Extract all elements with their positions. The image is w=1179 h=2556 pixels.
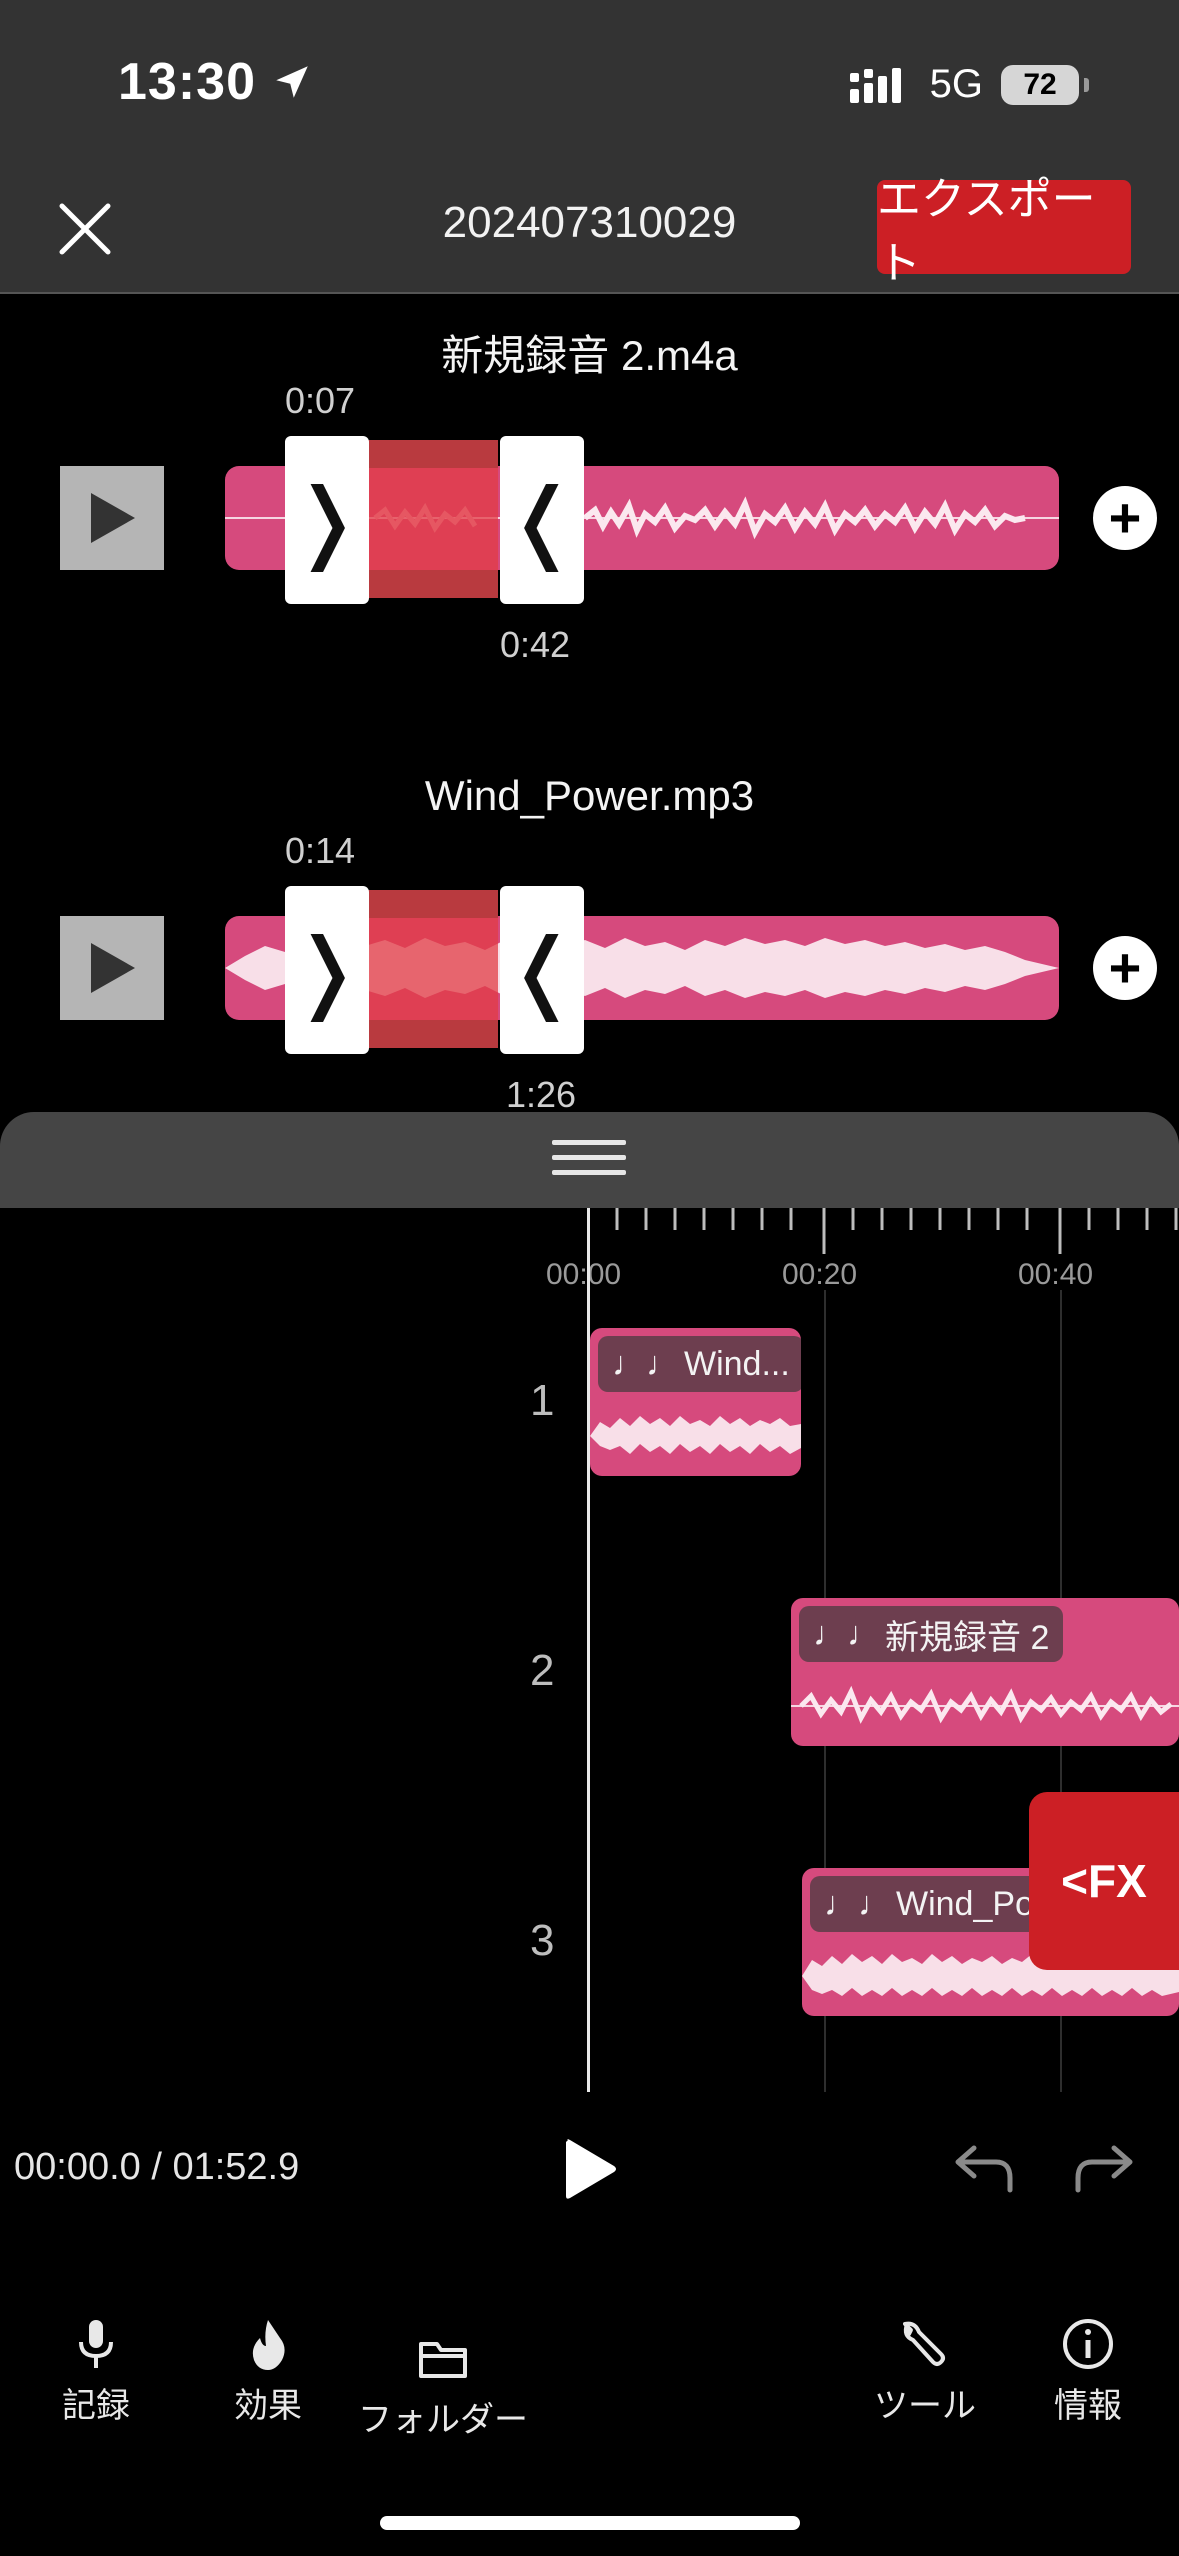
play-icon [91,493,135,543]
nav-label: ツール [874,2387,976,2425]
clip-label-text: Wind... [684,1344,790,1383]
trim-end-handle[interactable]: ❬ [500,436,584,604]
trim-play-button[interactable] [60,916,164,1020]
play-icon [91,943,135,993]
track-number: 3 [530,1916,555,1965]
nav-tools[interactable]: ツール [874,2316,976,2427]
fx-button[interactable]: <FX [1029,1792,1179,1970]
microphone-icon [79,2320,113,2368]
trim-selection-top [368,890,498,918]
nav-label: 記録 [62,2387,130,2425]
battery-level: 72 [1023,67,1057,101]
time-ruler[interactable] [588,1208,1179,1254]
status-time-text: 13:30 [118,53,256,111]
trim-start-handle[interactable]: ❭ [285,886,369,1054]
plus-icon: + [1108,486,1142,549]
trim-selection-top [368,440,498,468]
track-number: 1 [530,1376,555,1425]
trim-selection [368,466,498,570]
clip-waveform [791,1685,1179,1724]
drawer-handle[interactable] [552,1138,626,1178]
track-number: 2 [530,1646,555,1695]
playhead[interactable] [587,1208,590,2092]
ruler-label: 00:00 [546,1258,622,1291]
nav-folder[interactable]: フォルダー [358,2316,528,2441]
undo-button[interactable] [952,2140,1016,2196]
play-button[interactable] [560,2134,620,2204]
timeline-clip[interactable]: ♩♩ Wind... [590,1328,801,1476]
trim-start-time: 0:07 [285,380,356,421]
playback-position: 00:00.0 / 01:52.9 [14,2146,300,2188]
trim-file-name: Wind_Power.mp3 [424,772,755,819]
redo-button[interactable] [1072,2140,1136,2196]
status-time: 13:30 [118,52,313,112]
nav-label: 効果 [234,2387,302,2425]
close-button[interactable] [52,196,118,262]
hamburger-icon [552,1140,626,1175]
trim-start-handle[interactable]: ❭ [285,436,369,604]
clip-label: ♩♩ 新規録音 2 [799,1606,1064,1662]
header-divider [0,292,1179,294]
trim-end-handle[interactable]: ❬ [500,886,584,1054]
folder-icon [419,2342,467,2378]
music-notes-icon: ♩♩ [824,1884,892,1923]
trim-selection [368,916,498,1020]
nav-effects[interactable]: 効果 [234,2316,302,2427]
add-track-button[interactable]: + [1093,936,1157,1000]
plus-icon: + [1108,936,1142,999]
nav-label: フォルダー [358,2401,528,2439]
ruler-label: 00:40 [1018,1258,1094,1291]
clip-label: ♩♩ Wind... [598,1336,801,1392]
ruler-label: 00:20 [782,1258,858,1291]
info-icon [1063,2319,1113,2369]
add-track-button[interactable]: + [1093,486,1157,550]
clip-label: ♩♩ Wind_Pow [810,1876,1073,1932]
music-notes-icon: ♩♩ [612,1344,680,1383]
flame-icon [252,2320,285,2370]
nav-record[interactable]: 記録 [62,2316,130,2427]
clip-label-text: 新規録音 2 [885,1618,1050,1657]
wrench-icon [903,2321,945,2366]
trim-end-time: 0:42 [500,624,571,665]
play-icon [566,2139,616,2199]
trim-start-time: 0:14 [285,830,356,871]
trim-end-time: 1:26 [506,1074,577,1115]
music-notes-icon: ♩♩ [813,1614,881,1653]
trim-play-button[interactable] [60,466,164,570]
trim-selection-bottom [368,570,498,598]
cellular-signal-icon [849,67,901,103]
nav-label: 情報 [1054,2387,1122,2425]
status-indicators: 5G 72 [848,62,1089,107]
battery-indicator: 72 [1001,64,1089,105]
network-type: 5G [929,62,983,106]
export-button[interactable]: エクスポート [877,175,1131,288]
undo-icon [955,2145,1013,2193]
clip-waveform [590,1416,801,1454]
trim-selection-bottom [368,1020,498,1048]
location-arrow-icon [276,66,309,98]
close-icon [59,203,111,255]
nav-info[interactable]: 情報 [1054,2316,1122,2427]
project-title: 202407310029 [442,198,737,247]
trim-file-name: 新規録音 2.m4a [441,332,738,379]
timeline-clip[interactable]: ♩♩ 新規録音 2 [791,1598,1179,1746]
redo-icon [1075,2145,1133,2193]
home-indicator [380,2516,800,2530]
